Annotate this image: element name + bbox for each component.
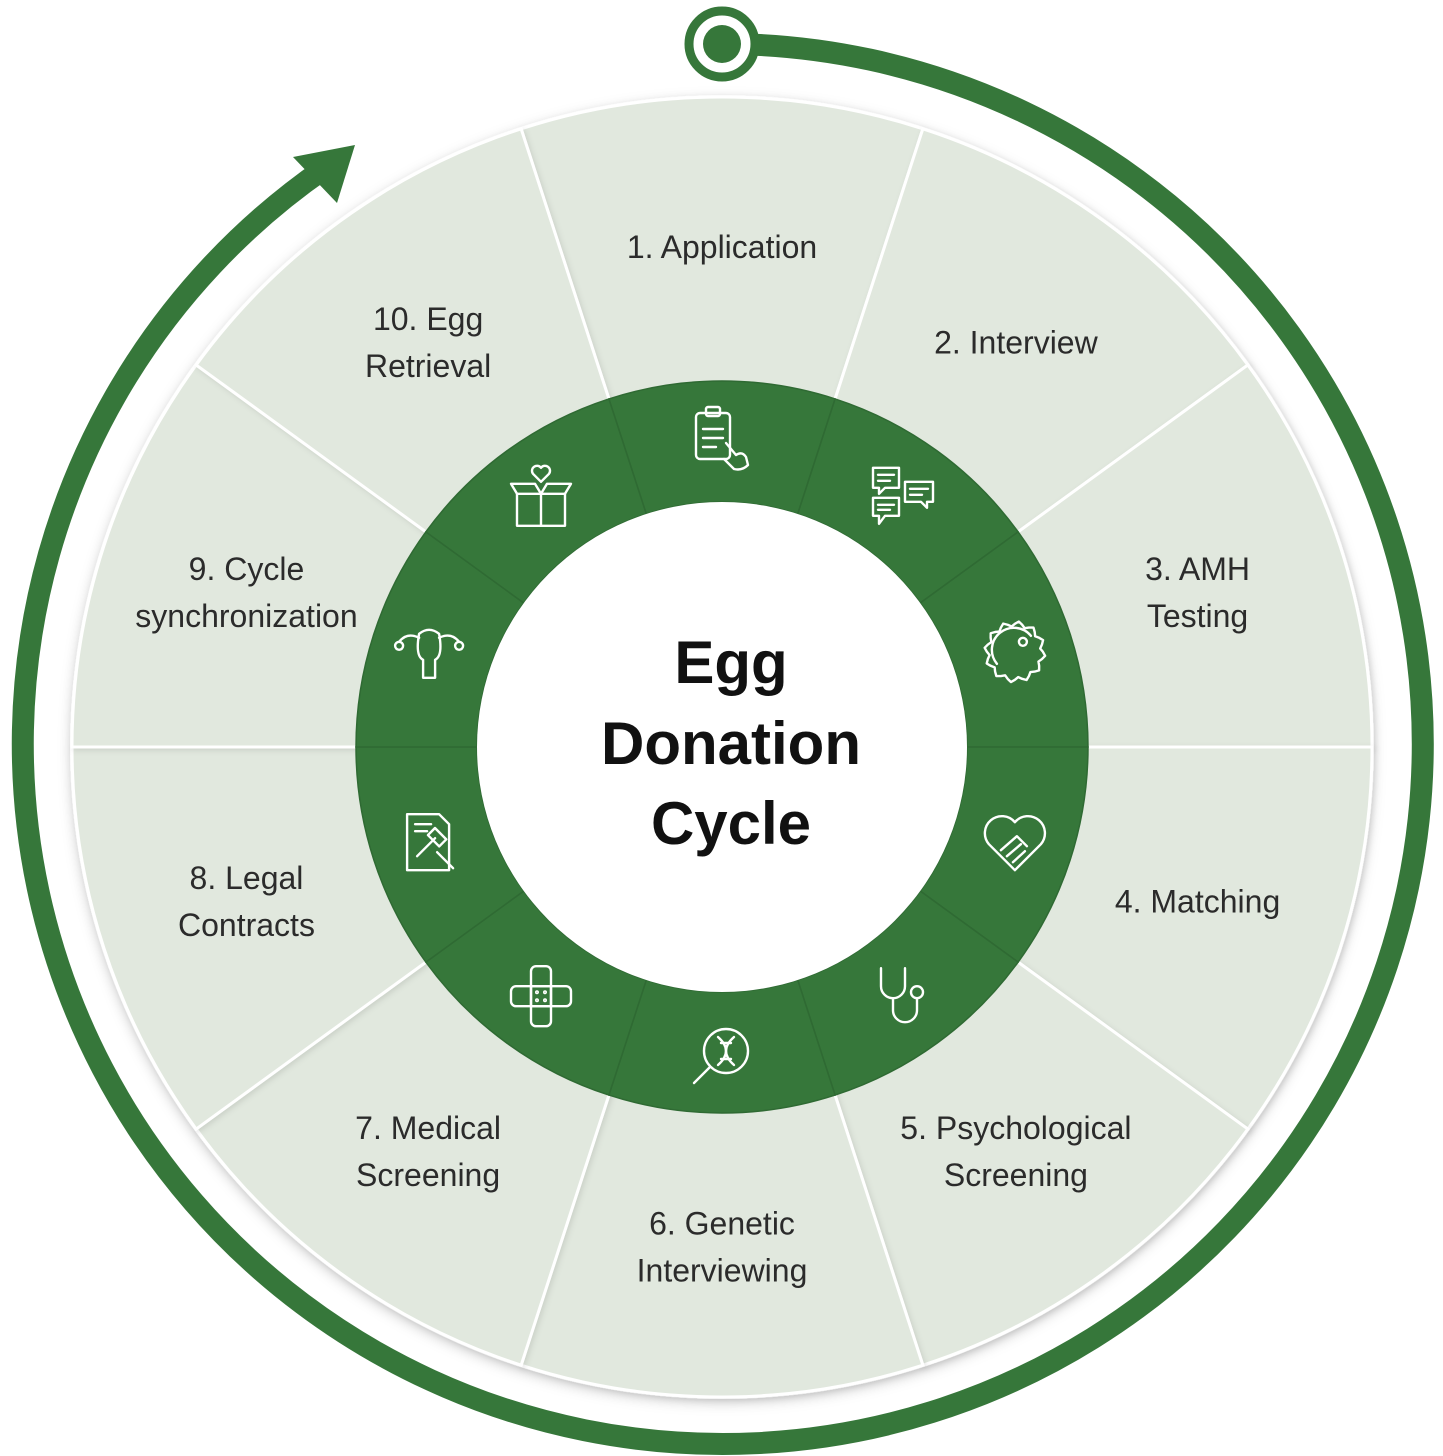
step-icons — [393, 405, 1047, 1085]
center-title-line-3: Cycle — [651, 790, 811, 857]
step-5-label-line-2: Screening — [944, 1157, 1088, 1193]
step-8-label-line-2: Contracts — [178, 907, 315, 943]
step-1-label-line-1: 1. Application — [627, 229, 817, 265]
egg-cell-icon — [983, 620, 1047, 684]
step-3-label-line-1: 3. AMH — [1145, 551, 1250, 587]
cycle-arrow-head — [293, 145, 355, 203]
cycle-arrow-track — [11, 33, 1434, 1455]
step-10-label-line-2: Retrieval — [365, 348, 491, 384]
step-7-label-line-2: Screening — [356, 1157, 500, 1193]
step-6-label-line-2: Interviewing — [637, 1253, 808, 1289]
uterus-icon — [393, 628, 465, 679]
clipboard-hand-icon — [694, 405, 750, 471]
center-title: Egg Donation Cycle — [601, 629, 861, 857]
step-labels: 1. Application 2. Interview 3. AMH Testing 4… — [135, 229, 1280, 1289]
cycle-arrow — [11, 6, 1434, 1455]
legal-document-gavel-icon — [405, 813, 455, 872]
center-title-line-2: Donation — [601, 710, 861, 777]
ring-segment-6 — [607, 979, 837, 1114]
box-heart-icon — [509, 464, 573, 527]
step-5-label-line-1: 5. Psychological — [900, 1110, 1131, 1146]
stethoscope-icon — [879, 967, 925, 1024]
step-3-label-line-2: Testing — [1147, 598, 1248, 634]
step-6-label-line-1: 6. Genetic — [649, 1206, 795, 1242]
bandage-icon — [509, 965, 573, 1028]
step-7-label-line-1: 7. Medical — [355, 1110, 501, 1146]
center-circle — [477, 502, 967, 992]
dna-magnifier-icon — [692, 1027, 750, 1085]
step-2-label-line-1: 2. Interview — [934, 324, 1099, 360]
center-title-line-1: Egg — [674, 629, 787, 696]
step-4-label-line-1: 4. Matching — [1115, 884, 1280, 920]
step-10-label-line-1: 10. Egg — [373, 301, 483, 337]
heart-handshake-icon — [983, 815, 1047, 872]
cycle-start-dot — [703, 25, 741, 63]
chat-bubbles-icon — [871, 466, 935, 525]
ring-segment-1 — [607, 380, 837, 515]
step-9-label-line-2: synchronization — [135, 598, 357, 634]
step-9-label-line-1: 9. Cycle — [189, 551, 305, 587]
step-8-label-line-1: 8. Legal — [190, 860, 304, 896]
